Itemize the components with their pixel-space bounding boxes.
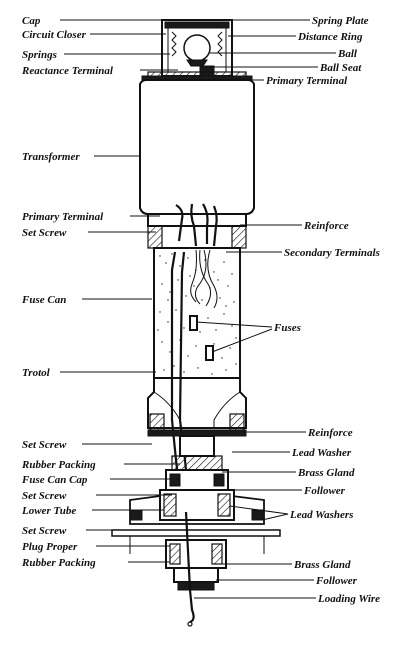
label-reactance-terminal: Reactance Terminal	[21, 65, 114, 77]
label-ball-seat: Ball Seat	[319, 62, 362, 74]
label-fuses: Fuses	[273, 322, 301, 334]
label-follower: Follower	[303, 485, 346, 497]
label-primary-terminal-left: Primary Terminal	[22, 211, 104, 223]
transformer-body	[139, 79, 255, 215]
labels-right: Spring Plate Distance Ring Ball Ball Sea…	[266, 15, 380, 605]
label-transformer: Transformer	[22, 151, 80, 163]
label-lead-washer: Lead Washer	[291, 447, 352, 459]
label-fuse-can: Fuse Can	[21, 294, 66, 306]
label-secondary-terminals: Secondary Terminals	[284, 247, 380, 259]
label-ball: Ball	[337, 48, 358, 60]
cap-head	[141, 19, 253, 82]
label-trotol: Trotol	[22, 367, 51, 379]
label-brass-gland: Brass Gland	[297, 467, 355, 479]
connection-section	[147, 203, 247, 249]
label-follower: Follower	[315, 575, 358, 587]
label-set-screw: Set Screw	[22, 439, 67, 451]
labels-left: Cap Circuit Closer Springs Reactance Ter…	[21, 15, 114, 569]
fuse-lower-icon	[205, 345, 214, 361]
trotol-fill	[157, 253, 237, 375]
label-fuse-can-cap: Fuse Can Cap	[21, 474, 88, 486]
spring-right-icon	[217, 31, 223, 57]
label-spring-plate: Spring Plate	[312, 15, 369, 27]
label-brass-gland: Brass Gland	[293, 559, 351, 571]
label-primary-terminal-right: Primary Terminal	[266, 75, 348, 87]
fuse-upper-icon	[189, 315, 198, 331]
assembly-drawing	[111, 19, 281, 627]
label-circuit-closer: Circuit Closer	[22, 29, 87, 41]
label-rubber-packing: Rubber Packing	[21, 459, 96, 471]
label-loading-wire: Loading Wire	[317, 593, 380, 605]
label-set-screw: Set Screw	[22, 525, 67, 537]
label-distance-ring: Distance Ring	[297, 31, 363, 43]
label-set-screw: Set Screw	[22, 490, 67, 502]
label-reinforce: Reinforce	[303, 220, 349, 232]
label-set-screw: Set Screw	[22, 227, 67, 239]
leader-lines	[60, 19, 336, 599]
spring-left-icon	[171, 31, 177, 57]
label-springs: Springs	[22, 49, 57, 61]
label-reinforce: Reinforce	[307, 427, 353, 439]
ball-icon	[183, 34, 211, 62]
ball-seat-icon	[186, 59, 208, 67]
label-rubber-packing: Rubber Packing	[21, 557, 96, 569]
label-lead-washers: Lead Washers	[289, 509, 353, 521]
lower-assembly	[111, 435, 281, 627]
label-lower-tube: Lower Tube	[21, 505, 76, 517]
label-cap: Cap	[22, 15, 41, 27]
label-plug-proper: Plug Proper	[22, 541, 78, 553]
